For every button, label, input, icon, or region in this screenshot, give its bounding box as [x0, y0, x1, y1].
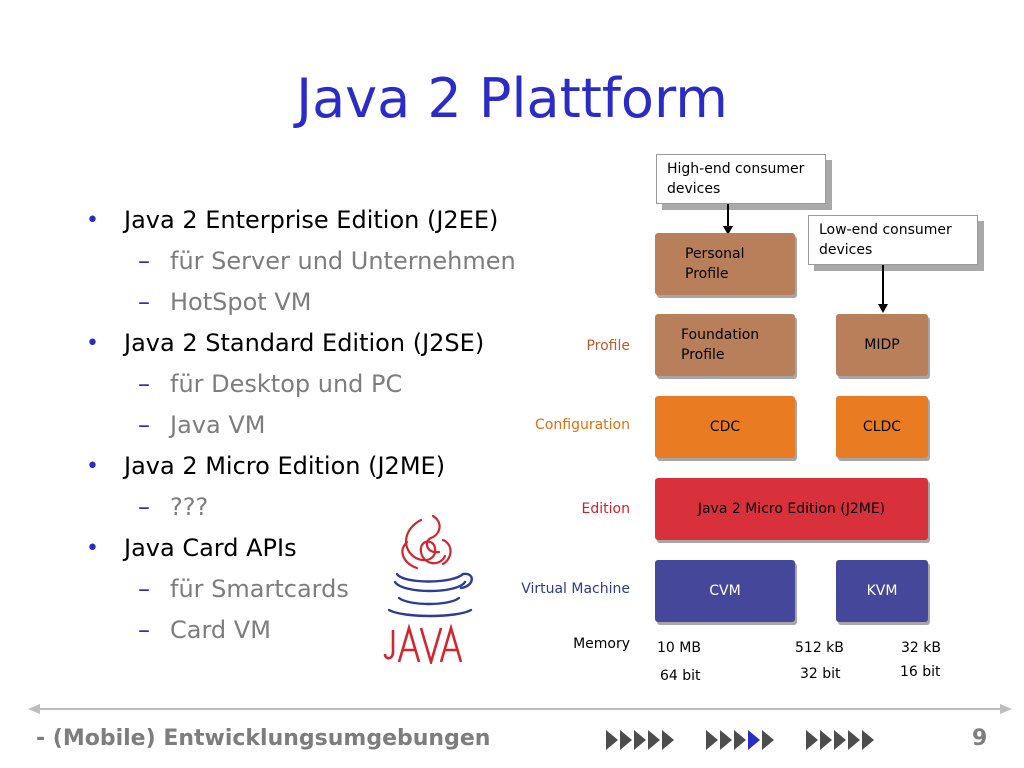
bullet-dot-icon: • [86, 208, 99, 233]
footer-title: - (Mobile) Entwicklungsumgebungen [36, 726, 491, 751]
slide-nav-group-1[interactable] [606, 728, 674, 752]
bullet-text: Java 2 Enterprise Edition (J2EE) [124, 206, 499, 234]
sub-bullet-item: –HotSpot VM [86, 282, 546, 323]
nav-arrow-icon[interactable] [720, 730, 732, 750]
sub-bullet-item: –für Server und Unternehmen [86, 241, 546, 282]
bullet-dash-icon: – [138, 575, 150, 603]
callout-low-end-devices: Low-end consumer devices [808, 215, 978, 265]
nav-arrow-icon[interactable] [762, 730, 774, 750]
bullet-item: • Java 2 Micro Edition (J2ME) [86, 446, 546, 487]
bullet-list: •Java 2 Enterprise Edition (J2EE)–für Se… [86, 200, 546, 651]
nav-arrow-icon[interactable] [820, 730, 832, 750]
callout-high-end-devices: High-end consumer devices [656, 154, 826, 204]
bullet-text: Java VM [170, 411, 266, 439]
sub-bullet-item: –Card VM [86, 610, 546, 651]
bits-cvm: 64 bit [660, 668, 701, 684]
memory-cvm: 10 MB [657, 640, 701, 656]
nav-arrow-icon[interactable] [606, 730, 618, 750]
arrow-low-end-head [878, 304, 888, 313]
nav-arrow-icon[interactable] [706, 730, 718, 750]
bullet-text: Java 2 Micro Edition (J2ME) [124, 452, 446, 480]
bullet-dash-icon: – [138, 493, 150, 521]
cdc-box: CDC [655, 396, 795, 458]
bullet-dot-icon: • [86, 331, 99, 356]
slide-nav-group-3[interactable] [806, 728, 874, 752]
row-label-virtual-machine: Virtual Machine [521, 581, 630, 597]
bullet-dash-icon: – [138, 247, 150, 275]
arrow-high-end-line [727, 204, 729, 228]
personal-profile-box: Personal Profile [655, 233, 795, 295]
sub-bullet-item: –für Desktop und PC [86, 364, 546, 405]
slide-nav-group-2[interactable] [706, 728, 774, 752]
nav-arrow-icon[interactable] [634, 730, 646, 750]
nav-arrow-icon[interactable] [862, 730, 874, 750]
bits-kvm: 16 bit [900, 664, 941, 680]
row-label-edition: Edition [581, 501, 630, 517]
j2me-label: Java 2 Micro Edition (J2ME) [697, 501, 886, 517]
midp-box: MIDP [836, 314, 928, 376]
divider-arrow-left-icon [28, 704, 40, 714]
bullet-dash-icon: – [138, 411, 150, 439]
divider-arrow-right-icon [1000, 704, 1012, 714]
nav-arrow-icon[interactable] [748, 730, 760, 750]
bullet-text: Card VM [170, 616, 271, 644]
sub-bullet-item: –Java VM [86, 405, 546, 446]
bullet-dash-icon: – [138, 616, 150, 644]
foundation-profile-box: Foundation Profile [655, 314, 795, 376]
memory-cldc: 512 kB [795, 640, 844, 656]
slide-title: Java 2 Plattform [296, 67, 728, 130]
nav-arrow-icon[interactable] [848, 730, 860, 750]
bullet-dot-icon: • [86, 536, 99, 561]
bullet-text: Java 2 Standard Edition (J2SE) [124, 329, 485, 357]
personal-profile-label: Personal Profile [685, 245, 745, 282]
j2me-box: Java 2 Micro Edition (J2ME) [655, 478, 928, 540]
cvm-label: CVM [709, 583, 741, 599]
nav-arrow-icon[interactable] [834, 730, 846, 750]
nav-arrow-icon[interactable] [734, 730, 746, 750]
bullet-text: für Server und Unternehmen [170, 247, 516, 275]
bullet-dash-icon: – [138, 370, 150, 398]
bullet-text: für Smartcards [170, 575, 349, 603]
foundation-profile-label: Foundation Profile [681, 326, 760, 363]
bullet-item: • Java 2 Standard Edition (J2SE) [86, 323, 546, 364]
bullet-text: ??? [170, 493, 209, 521]
memory-kvm: 32 kB [901, 640, 941, 656]
bullet-text: HotSpot VM [170, 288, 312, 316]
page-number: 9 [972, 726, 988, 751]
bullet-item: • Java Card APIs [86, 528, 546, 569]
nav-arrow-icon[interactable] [648, 730, 660, 750]
cvm-box: CVM [655, 560, 795, 622]
bullet-text: für Desktop und PC [170, 370, 403, 398]
bullet-text: Java Card APIs [124, 534, 297, 562]
bits-cldc: 32 bit [800, 666, 841, 682]
cldc-label: CLDC [862, 419, 902, 435]
sub-bullet-item: –für Smartcards [86, 569, 546, 610]
nav-arrow-icon[interactable] [620, 730, 632, 750]
row-label-memory: Memory [573, 636, 630, 652]
kvm-label: KVM [866, 583, 898, 599]
arrow-low-end-line [882, 265, 884, 306]
kvm-box: KVM [836, 560, 928, 622]
sub-bullet-item: –??? [86, 487, 546, 528]
bullet-dot-icon: • [86, 454, 99, 479]
java-coffee-cup-logo-icon [383, 514, 473, 667]
midp-label: MIDP [864, 337, 900, 353]
bullet-dash-icon: – [138, 288, 150, 316]
java-logo [383, 512, 477, 667]
bullet-item: • Java 2 Enterprise Edition (J2EE) [86, 200, 546, 241]
footer-divider [40, 708, 1002, 710]
row-label-profile: Profile [586, 338, 630, 354]
row-label-configuration: Configuration [535, 417, 630, 433]
cdc-label: CDC [709, 419, 741, 435]
cldc-box: CLDC [836, 396, 928, 458]
nav-arrow-icon[interactable] [662, 730, 674, 750]
arrow-high-end-head [723, 226, 733, 235]
nav-arrow-icon[interactable] [806, 730, 818, 750]
